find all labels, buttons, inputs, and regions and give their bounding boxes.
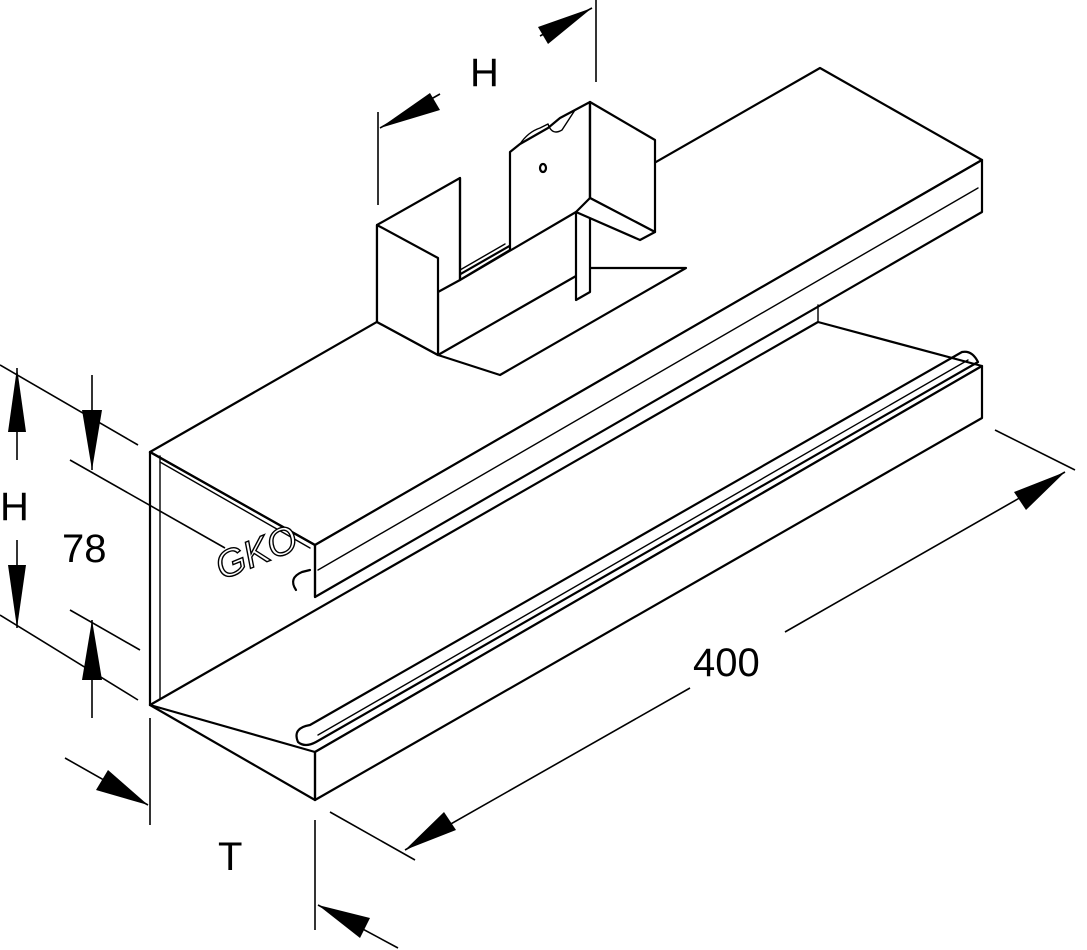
manufacturer-logo: GKO bbox=[210, 518, 304, 589]
dimension-400: 400 bbox=[329, 429, 1076, 861]
length-400-label: 400 bbox=[693, 641, 760, 685]
top-h-label: H bbox=[470, 51, 499, 95]
tee-branch bbox=[375, 100, 688, 377]
depth-t-label: T bbox=[218, 835, 242, 879]
dimension-t: T bbox=[64, 718, 399, 949]
left-h-label: H bbox=[0, 485, 29, 529]
duct-body bbox=[148, 66, 984, 802]
dimension-78: 78 bbox=[62, 375, 226, 718]
branch-opening bbox=[436, 266, 688, 377]
dimension-top-h: H bbox=[377, 0, 597, 205]
height-78-label: 78 bbox=[62, 527, 107, 571]
dimension-left-h: H bbox=[0, 364, 139, 701]
